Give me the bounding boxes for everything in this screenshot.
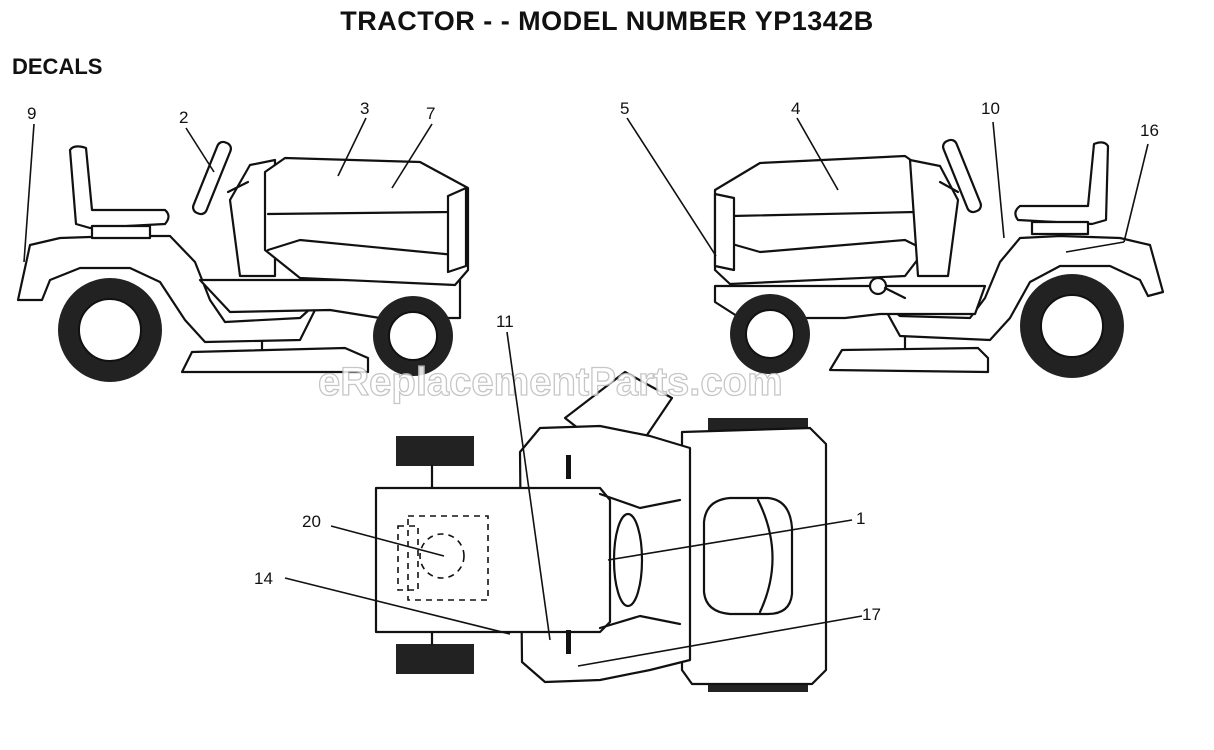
callout-3: 3 xyxy=(360,99,369,118)
section-heading: DECALS xyxy=(12,54,103,79)
watermark: eReplacementParts.com xyxy=(318,360,783,404)
callout-20: 20 xyxy=(302,512,321,531)
tractor-left-side-view xyxy=(16,140,470,382)
tractor-right-side-view xyxy=(713,138,1165,378)
page-title: TRACTOR - - MODEL NUMBER YP1342B xyxy=(340,6,874,36)
callout-16: 16 xyxy=(1140,121,1159,140)
callout-5: 5 xyxy=(620,99,629,118)
callout-7: 7 xyxy=(426,104,435,123)
callout-10: 10 xyxy=(981,99,1000,118)
callout-2: 2 xyxy=(179,108,188,127)
tractor-top-view xyxy=(374,370,828,692)
callout-1: 1 xyxy=(856,509,865,528)
leader-lines xyxy=(23,117,1149,667)
callout-numbers: 9 2 3 7 5 4 10 16 11 20 14 1 17 xyxy=(27,99,1159,624)
callout-4: 4 xyxy=(791,99,800,118)
callout-11: 11 xyxy=(496,312,514,331)
callout-9: 9 xyxy=(27,104,36,123)
callout-17: 17 xyxy=(862,605,881,624)
callout-14: 14 xyxy=(254,569,273,588)
